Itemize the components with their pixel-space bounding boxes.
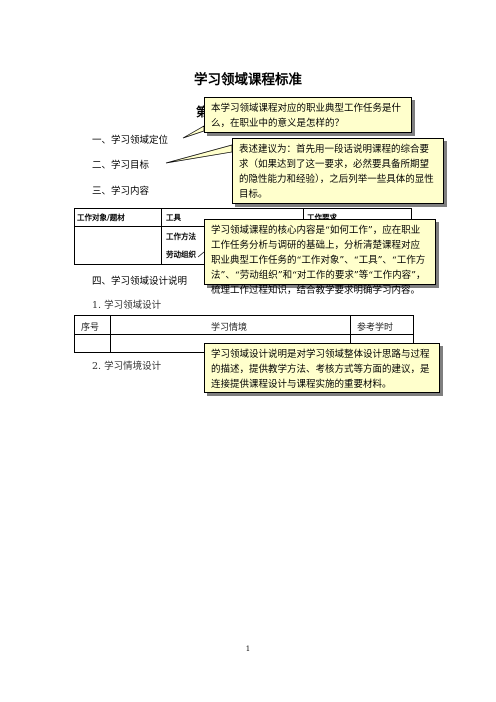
page-number: 1 [245, 645, 251, 653]
section-design-notes: 四、学习领域设计说明 [92, 276, 188, 287]
row-work-method: 工作方法 [166, 232, 196, 241]
section-positioning: 一、学习领域定位 [92, 135, 169, 146]
callout-objectives-note: 表述建议为：首先用一段话说明课程的综合要求（如果达到了这一要求，必然要具备所期望… [232, 138, 444, 204]
subsection-domain-design: 1. 学习领域设计 [92, 300, 162, 311]
section-content: 三、学习内容 [92, 186, 150, 197]
callout-positioning-note: 本学习领域课程对应的职业典型工作任务是什么，在职业中的意义是怎样的？ [204, 97, 412, 133]
callout-content-note: 学习领域课程的核心内容是“如何工作”，应在职业工作任务分析与调研的基础上，分析清… [204, 219, 436, 296]
col-tools: 工具 [166, 213, 181, 222]
subsection-situation-design: 2. 学习情境设计 [92, 361, 162, 372]
col-requirements: 工作要求 [307, 213, 337, 222]
row-labor-organization: 劳动组织 [166, 250, 196, 259]
header-reference-hours: 参考学时 [357, 323, 394, 333]
document-title: 学习领域课程标准 [194, 72, 302, 88]
section-objectives: 二、学习目标 [92, 160, 150, 171]
header-seq-no: 序号 [81, 323, 100, 333]
header-learning-situation: 学习情境 [211, 323, 248, 333]
callout-design-note: 学习领域设计说明是对学习领域整体设计思路与过程的描述，提供教学方法、考核方式等方… [204, 343, 440, 393]
col-work-object: 工作对象/题材 [77, 213, 125, 222]
